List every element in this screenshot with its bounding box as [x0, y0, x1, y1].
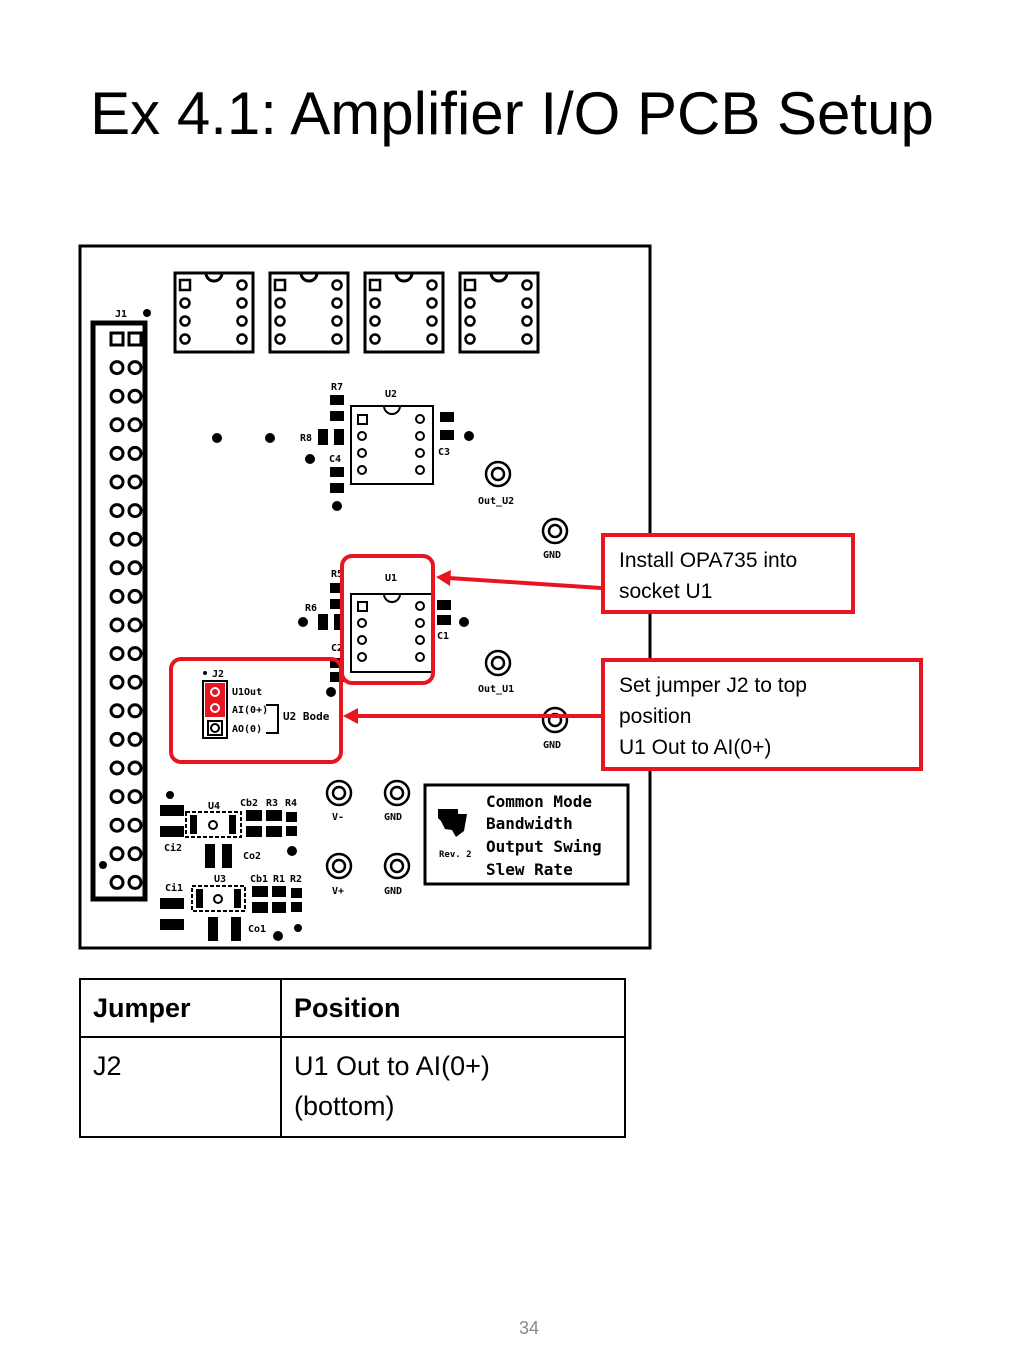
label-j2: J2 — [212, 669, 224, 680]
label-u2-bode: U2 Bode — [283, 710, 330, 723]
j2-highlight — [169, 657, 343, 764]
callout-line: Set jumper J2 to top — [619, 674, 807, 697]
label-ci2: Ci2 — [164, 842, 182, 854]
test-item: Slew Rate — [486, 860, 573, 879]
callout-install-opa735: Install OPA735 into socket U1 — [601, 533, 855, 614]
label-gnd-b1: GND — [384, 812, 402, 823]
label-out-u2: Out_U2 — [478, 496, 514, 507]
label-r1: R1 — [273, 874, 285, 885]
label-c2: C2 — [331, 643, 343, 654]
label-r6: R6 — [305, 603, 317, 614]
slide-title: Ex 4.1: Amplifier I/O PCB Setup — [90, 80, 934, 147]
position-line: (bottom) — [294, 1091, 395, 1121]
label-gnd-top: GND — [543, 550, 561, 561]
cell-jumper: J2 — [79, 1036, 282, 1138]
j2-header — [202, 680, 228, 739]
label-r7: R7 — [331, 382, 343, 393]
page-number: 34 — [518, 1318, 540, 1338]
label-rev: Rev. 2 — [439, 850, 472, 860]
label-r4: R4 — [285, 798, 297, 809]
callout-line: U1 Out to AI(0+) — [619, 736, 772, 759]
label-r3: R3 — [266, 798, 278, 809]
label-ci1: Ci1 — [165, 882, 183, 894]
test-list-block — [423, 783, 630, 886]
jumper-table: Jumper Position J2 U1 Out to AI(0+) (bott… — [79, 978, 626, 1138]
column-header-jumper: Jumper — [79, 978, 282, 1038]
callout-line: Install OPA735 into — [619, 549, 798, 572]
j1-pins — [99, 331, 143, 890]
label-c1: C1 — [437, 631, 449, 642]
test-item: Output Swing — [486, 837, 602, 856]
label-gnd-mid: GND — [543, 740, 561, 751]
test-points — [325, 460, 569, 880]
label-r8: R8 — [300, 433, 312, 444]
label-cb2: Cb2 — [240, 798, 258, 809]
label-gnd-b2: GND — [384, 886, 402, 897]
cell-position: U1 Out to AI(0+) (bottom) — [280, 1036, 626, 1138]
callout-line: position — [619, 705, 692, 728]
label-u1: U1 — [385, 573, 397, 584]
label-ai0: AI(0+) — [232, 705, 268, 716]
ti-logo-icon — [438, 809, 467, 837]
j1-header — [90, 320, 148, 902]
label-u4: U4 — [208, 801, 220, 812]
label-vminus: V- — [332, 812, 344, 823]
label-r2: R2 — [290, 874, 302, 885]
label-ao0: AO(0) — [232, 724, 262, 735]
label-j1: J1 — [115, 309, 127, 320]
test-item: Bandwidth — [486, 814, 573, 833]
label-co2: Co2 — [243, 851, 261, 862]
column-header-position: Position — [280, 978, 626, 1038]
label-out-u1: Out_U1 — [478, 684, 514, 695]
label-c4: C4 — [329, 454, 341, 465]
label-vplus: V+ — [332, 886, 344, 897]
arrow-u1 — [448, 576, 602, 590]
test-item: Common Mode — [486, 792, 592, 811]
u1-highlight — [340, 554, 435, 685]
table-header-row: Jumper Position — [79, 978, 626, 1038]
u2-socket — [350, 405, 434, 485]
label-u1out: U1Out — [232, 687, 262, 698]
j2-jumper-cap — [205, 683, 225, 717]
label-c3: C3 — [438, 447, 450, 458]
callout-line: socket U1 — [619, 580, 713, 603]
position-line: U1 Out to AI(0+) — [294, 1051, 490, 1081]
label-cb1: Cb1 — [250, 874, 268, 885]
label-u3: U3 — [214, 874, 226, 885]
label-co1: Co1 — [248, 924, 266, 935]
label-r5: R5 — [331, 569, 343, 580]
callout-set-jumper-j2: Set jumper J2 to top position U1 Out to … — [601, 658, 923, 771]
label-u2: U2 — [385, 389, 397, 400]
top-sockets — [173, 271, 540, 354]
j1-pin1-dot — [143, 309, 151, 317]
table-row: J2 U1 Out to AI(0+) (bottom) — [79, 1036, 626, 1138]
